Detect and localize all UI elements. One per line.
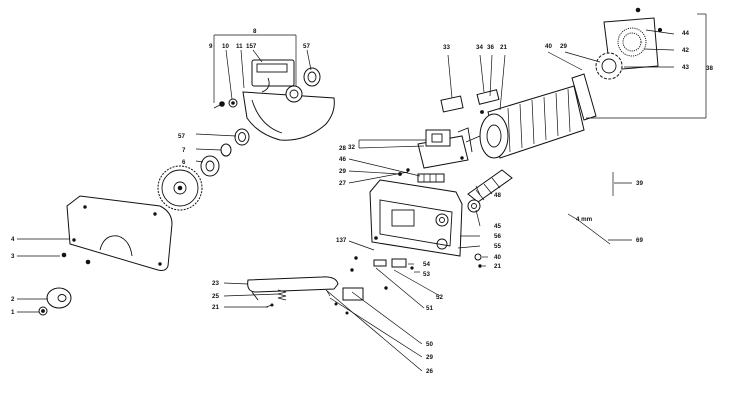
washer-57-lower <box>234 128 250 146</box>
brush-holder-34-36 <box>476 89 500 114</box>
callout-40-right: 40 <box>494 254 501 261</box>
leader-lines <box>17 13 707 372</box>
hex-key-69 <box>567 213 611 245</box>
callout-34: 34 <box>476 44 483 51</box>
callout-21-right: 21 <box>494 263 501 270</box>
callout-57-lower: 57 <box>178 133 185 140</box>
callout-9: 9 <box>209 43 213 50</box>
switch-box <box>417 127 473 169</box>
callout-42: 42 <box>682 47 689 54</box>
knob-2 <box>46 287 72 309</box>
washer-57-upper <box>303 67 321 87</box>
clamp-50 <box>326 287 364 315</box>
callout-25: 25 <box>212 293 219 300</box>
screw-1 <box>38 306 48 316</box>
terminal-strip-28 <box>417 173 445 183</box>
callout-3: 3 <box>11 253 15 260</box>
callout-7: 7 <box>182 147 186 154</box>
callout-55: 55 <box>494 243 501 250</box>
callout-137: 137 <box>336 237 347 244</box>
small-parts-right <box>350 253 482 290</box>
callout-28: 28 <box>339 145 346 152</box>
spring-25 <box>277 289 287 301</box>
upper-blade-guard <box>242 59 335 141</box>
motor-end-cap <box>571 73 597 121</box>
callout-27: 27 <box>339 180 346 187</box>
callouts: 8 9 10 11 157 57 57 7 6 4 3 2 1 23 25 21… <box>11 28 713 375</box>
callout-26: 26 <box>426 368 433 375</box>
callout-23: 23 <box>212 280 219 287</box>
callout-43: 43 <box>682 64 689 71</box>
callout-29-mid: 29 <box>339 168 346 175</box>
callout-29-top: 29 <box>560 43 567 50</box>
callout-11: 11 <box>236 43 243 50</box>
screw-9 <box>213 101 225 109</box>
callout-36: 36 <box>487 44 494 51</box>
housing-56 <box>369 179 463 257</box>
callout-6: 6 <box>182 159 186 166</box>
brush-plate-33 <box>440 95 464 113</box>
fan-43 <box>595 52 623 80</box>
flange-6 <box>200 155 220 177</box>
callout-50: 50 <box>426 341 433 348</box>
washer-7 <box>220 143 232 157</box>
screw-3 <box>61 252 91 265</box>
tool-size-label: 4 mm <box>576 216 593 223</box>
callout-54: 54 <box>423 261 430 268</box>
callout-40-top: 40 <box>545 43 552 50</box>
pin-21-left <box>265 303 274 308</box>
screw-44 <box>635 7 663 33</box>
lower-guard-plate <box>66 195 173 271</box>
saw-blade <box>157 165 203 211</box>
callout-48: 48 <box>494 192 501 199</box>
callout-29-bottom: 29 <box>426 354 433 361</box>
callout-52: 52 <box>436 294 443 301</box>
callout-21-top: 21 <box>500 44 507 51</box>
brush-48 <box>467 169 513 203</box>
gear-45 <box>467 199 481 213</box>
callout-51: 51 <box>426 305 433 312</box>
lever-23 <box>247 276 339 301</box>
callout-1: 1 <box>11 309 15 316</box>
washer-10 <box>228 98 238 108</box>
callout-10: 10 <box>222 43 229 50</box>
callout-46: 46 <box>339 156 346 163</box>
motor <box>465 85 585 159</box>
callout-33: 33 <box>443 44 450 51</box>
callout-57-upper: 57 <box>303 43 310 50</box>
callout-69: 69 <box>636 237 643 244</box>
callout-45: 45 <box>494 223 501 230</box>
callout-4: 4 <box>11 236 15 243</box>
callout-44: 44 <box>682 30 689 37</box>
callout-38: 38 <box>706 65 713 72</box>
callout-8: 8 <box>253 28 257 35</box>
callout-32: 32 <box>348 144 355 151</box>
callout-53: 53 <box>423 271 430 278</box>
callout-157: 157 <box>246 43 257 50</box>
callout-21-left: 21 <box>212 304 219 311</box>
callout-56: 56 <box>494 233 501 240</box>
callout-2: 2 <box>11 296 15 303</box>
callout-39: 39 <box>636 180 643 187</box>
